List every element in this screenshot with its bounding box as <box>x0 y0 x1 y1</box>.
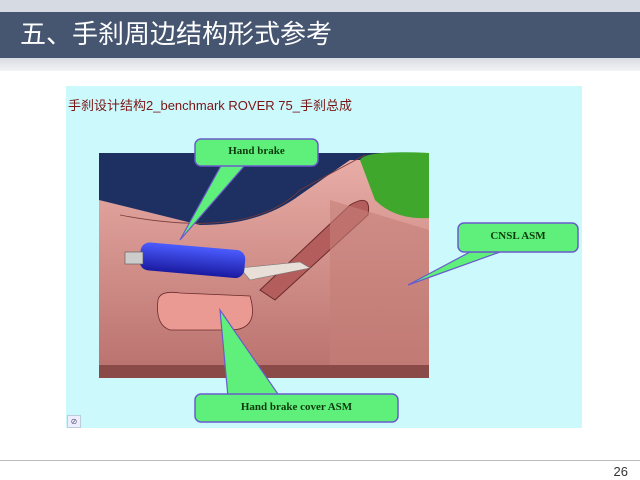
footer-divider <box>0 460 640 461</box>
embedded-object-icon[interactable]: ⊘ <box>67 415 81 428</box>
top-band <box>0 0 640 12</box>
callout-hand-brake-cover-asm: Hand brake cover ASM <box>240 401 353 413</box>
header-shadow-band <box>0 58 640 71</box>
callout-cnsl-asm: CNSL ASM <box>490 230 546 242</box>
slide-title: 五、手刹周边结构形式参考 <box>20 20 333 50</box>
cover-callout-box <box>194 393 399 423</box>
caption-suffix: 手刹总成 <box>299 99 352 114</box>
green-armrest <box>360 152 429 219</box>
caption-prefix: 手刹设计结构 <box>68 99 147 114</box>
cover-recess <box>157 291 253 331</box>
handbrake-grip <box>139 242 246 278</box>
page-number: 26 <box>613 464 628 479</box>
lever-shaft <box>239 261 311 281</box>
slide-header <box>0 12 640 58</box>
figure-caption: 手刹设计结构2_benchmark ROVER 75_手刹总成 <box>68 95 352 114</box>
caption-latin: 2_benchmark ROVER 75_ <box>146 98 300 113</box>
callout-hand-brake: Hand brake <box>228 145 285 157</box>
hand-brake-callout-box <box>194 138 319 167</box>
cnsl-callout-box <box>457 222 579 253</box>
